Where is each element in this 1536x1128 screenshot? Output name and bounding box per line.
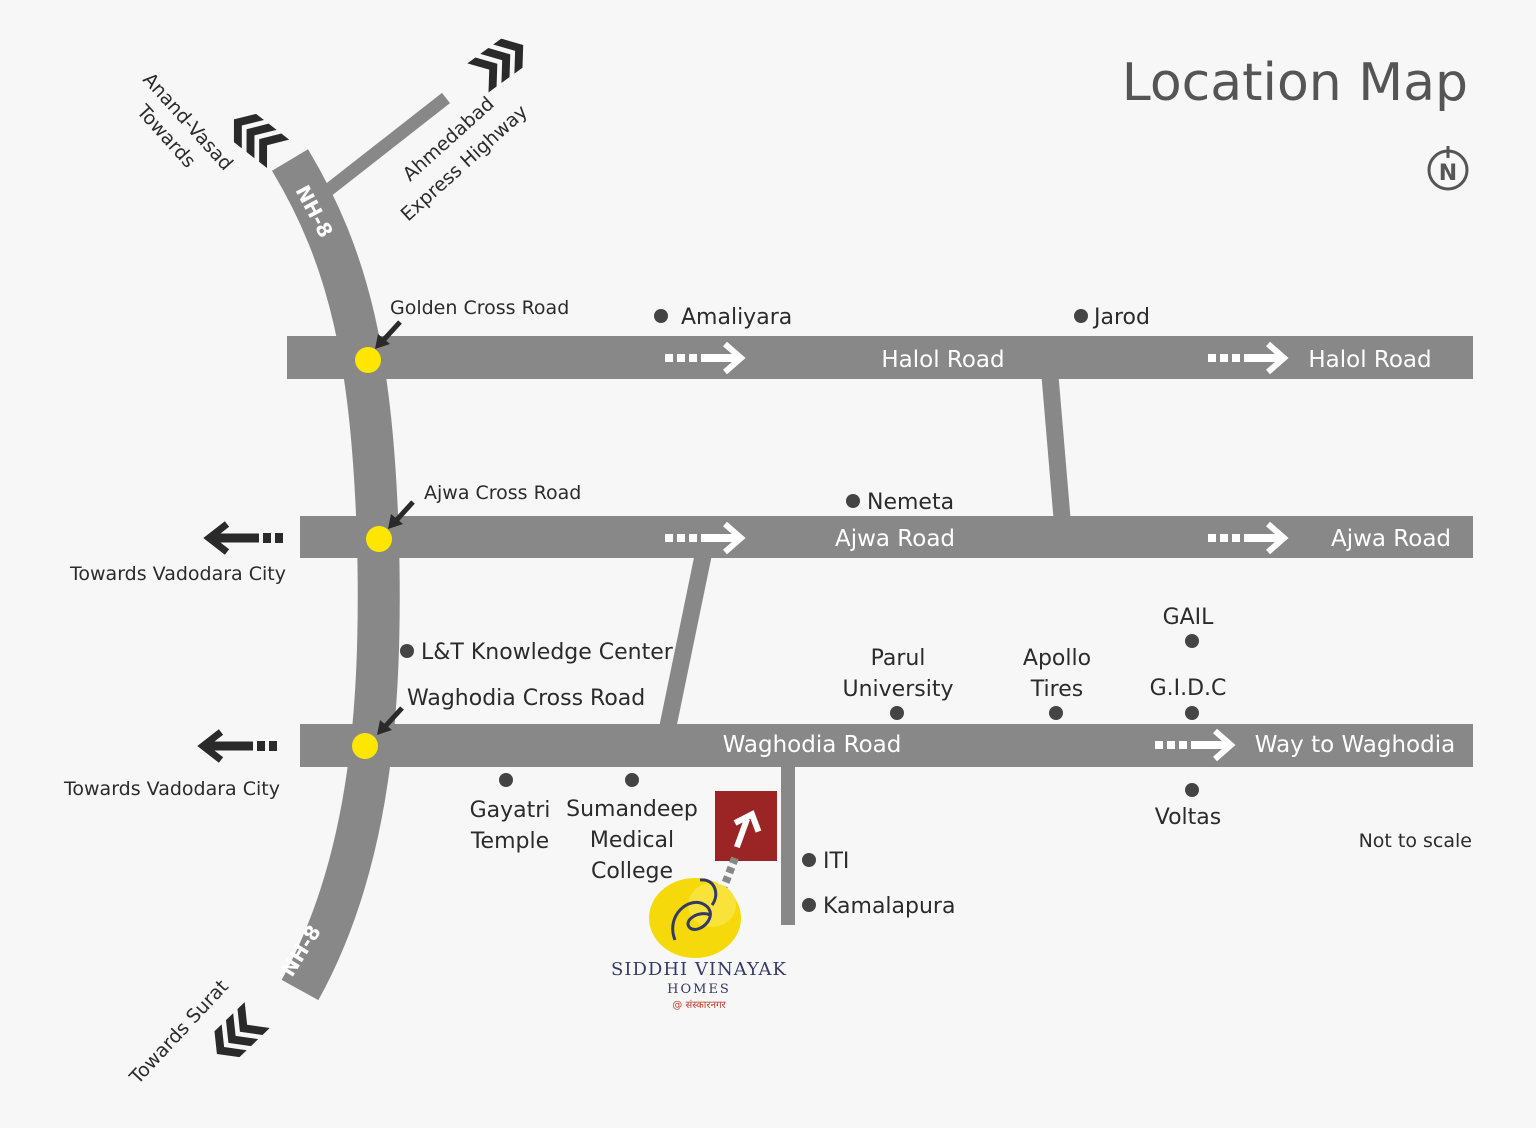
- waghodia-cross-junction: [352, 733, 378, 759]
- connector-halol-ajwa: [1041, 375, 1071, 519]
- anand-vasad-chevron-icon: [233, 113, 290, 169]
- halol-direction-arrow-icon: [665, 341, 746, 375]
- iti-branch-road: [781, 765, 795, 925]
- halol-road-end-label: Halol Road: [1308, 347, 1431, 373]
- logo-name: SIDDHI VINAYAK: [611, 959, 787, 980]
- apollo-dot: [1049, 706, 1063, 720]
- sumandeep-label-2: Medical: [590, 828, 674, 853]
- ajwa-cross-label: Ajwa Cross Road: [424, 482, 581, 504]
- not-to-scale-note: Not to scale: [1359, 830, 1472, 852]
- nh8-highway: [271, 149, 400, 1001]
- nemeta-label: Nemeta: [867, 490, 954, 515]
- ajwa-direction-arrow-icon: [665, 521, 746, 555]
- ajwa-end-direction-arrow-icon: [1208, 521, 1289, 555]
- kamalapura-label: Kamalapura: [823, 894, 955, 919]
- logo-tag: @ संस्कारनगर: [672, 999, 726, 1011]
- north-label: N: [1439, 161, 1457, 186]
- waghodia-pointer-arrow-icon: [377, 706, 404, 735]
- siddhi-vinayak-logo: SIDDHI VINAYAK HOMES @ संस्कारनगर: [611, 878, 787, 1011]
- waghodia-road-end-label: Way to Waghodia: [1255, 732, 1455, 758]
- map-title: Location Map: [1122, 53, 1468, 113]
- halol-road-label: Halol Road: [881, 347, 1004, 373]
- kamalapura-dot: [802, 898, 816, 912]
- gail-dot: [1185, 634, 1199, 648]
- ajwa-pointer-arrow-icon: [388, 500, 415, 529]
- ajwa-road-end-label: Ajwa Road: [1331, 526, 1451, 552]
- logo-sub: HOMES: [667, 982, 731, 997]
- voltas-label: Voltas: [1155, 805, 1221, 830]
- lt-dot: [400, 644, 414, 658]
- parul-label-1: Parul: [871, 646, 926, 671]
- gayatri-label-2: Temple: [470, 829, 549, 854]
- towards-city-label-1: Towards Vadodara City: [69, 563, 286, 585]
- apollo-label-2: Tires: [1030, 677, 1083, 702]
- waghodia-road-label: Waghodia Road: [723, 732, 902, 758]
- parul-dot: [890, 706, 904, 720]
- iti-label: ITI: [823, 849, 849, 874]
- gidc-dot: [1185, 706, 1199, 720]
- voltas-dot: [1185, 783, 1199, 797]
- golden-cross-junction: [355, 347, 381, 373]
- iti-dot: [802, 853, 816, 867]
- sumandeep-label-1: Sumandeep: [566, 797, 698, 822]
- expressway-chevron-icon: [467, 38, 524, 93]
- waghodia-direction-arrow-icon: [1155, 728, 1236, 762]
- gayatri-dot: [499, 773, 513, 787]
- waghodia-road: [300, 724, 1473, 767]
- parul-label-2: University: [843, 677, 954, 702]
- towards-city-label-2: Towards Vadodara City: [63, 778, 280, 800]
- gidc-label: G.I.D.C: [1150, 676, 1227, 701]
- halol-end-direction-arrow-icon: [1208, 341, 1289, 375]
- north-compass-icon: N: [1427, 146, 1469, 191]
- gail-label: GAIL: [1163, 605, 1215, 630]
- ajwa-road-label: Ajwa Road: [835, 526, 955, 552]
- surat-chevron-icon: [214, 1002, 270, 1058]
- gayatri-label-1: Gayatri: [470, 798, 551, 823]
- halol-road: [287, 336, 1473, 379]
- nemeta-dot: [846, 494, 860, 508]
- amaliyara-dot: [654, 309, 668, 323]
- towards-city-arrow-icon-2: [197, 729, 277, 763]
- sumandeep-dot: [625, 773, 639, 787]
- site-arrow-icon: [733, 810, 762, 849]
- towards-city-arrow-icon-1: [203, 521, 283, 555]
- sumandeep-label-3: College: [591, 859, 673, 884]
- expressway-road: [317, 92, 451, 201]
- golden-pointer-arrow-icon: [375, 320, 402, 349]
- waghodia-cross-label: Waghodia Cross Road: [407, 686, 645, 711]
- amaliyara-label: Amaliyara: [681, 305, 792, 330]
- apollo-label-1: Apollo: [1023, 646, 1091, 671]
- jarod-label: Jarod: [1092, 305, 1150, 330]
- connector-ajwa-waghodia: [659, 554, 712, 728]
- lt-label: L&T Knowledge Center: [421, 640, 674, 665]
- jarod-dot: [1074, 309, 1088, 323]
- ajwa-cross-junction: [366, 526, 392, 552]
- golden-cross-label: Golden Cross Road: [390, 297, 569, 319]
